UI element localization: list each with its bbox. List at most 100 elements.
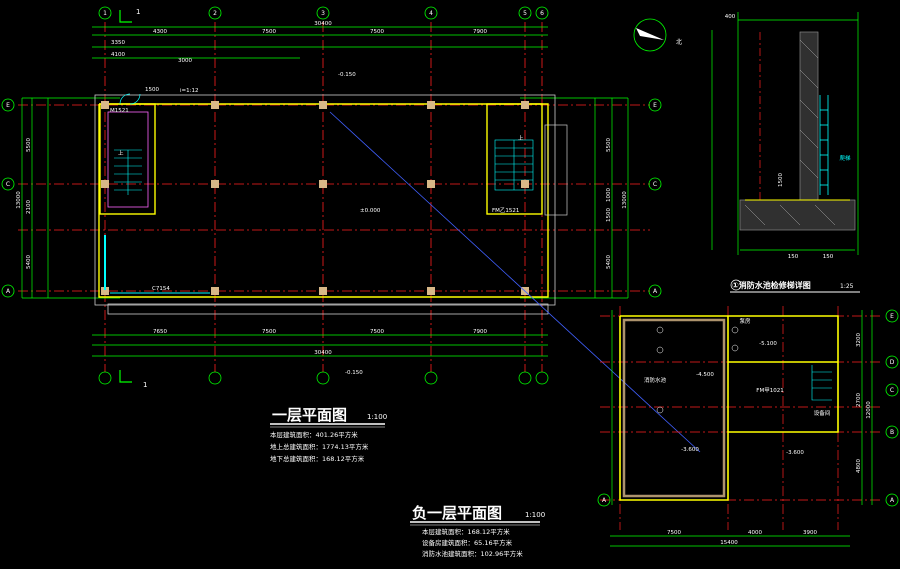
title-detail-scale: 1:25 xyxy=(840,283,854,290)
title-basement-scale: 1:100 xyxy=(525,511,545,519)
bsmt-room-pool: 消防水池 xyxy=(644,376,667,384)
bubble-top-4: 4 xyxy=(429,10,433,17)
bsmt-bubble-c: C xyxy=(890,387,894,394)
label-elev-top: -0.150 xyxy=(338,72,356,78)
detail-dim-bottom-2: 150 xyxy=(823,254,834,260)
bsmt-bubble-e: E xyxy=(890,313,894,320)
dim-bay-bottom-4: 7900 xyxy=(473,329,487,335)
stair-core-right xyxy=(486,103,568,216)
stair-core-left xyxy=(99,93,156,215)
title-first-floor: 一层平面图 xyxy=(272,406,347,424)
label-door-fm: FM乙1521 xyxy=(492,207,519,214)
axis-mark-bottom: 1 xyxy=(143,381,147,389)
note-first-3: 地下总建筑面积：168.12平方米 xyxy=(270,454,365,463)
dim-left-2: 2100 xyxy=(26,200,32,214)
bubble-top-3: 3 xyxy=(321,10,325,17)
label-up-left: 上 xyxy=(118,149,124,157)
bsmt-elev-4: -3.600 xyxy=(786,450,804,456)
detail-dim-top: 400 xyxy=(725,14,736,20)
dim-right-3: 1500 xyxy=(606,208,612,222)
note-basement-2: 设备房建筑面积：65.16平方米 xyxy=(422,538,513,547)
dim-detail-3: 3000 xyxy=(178,58,192,64)
label-elev-bottom: -0.150 xyxy=(345,370,363,376)
dim-bay-bottom-2: 7500 xyxy=(262,329,276,335)
plan-labels: M1521 FM乙1521 C7154 ±0.000 -0.150 -0.150… xyxy=(110,72,524,376)
dim-left-total: 13000 xyxy=(16,191,22,209)
dimension-text: 30400 4300 7500 7500 7900 3350 4100 3000… xyxy=(111,21,487,356)
note-first-1: 本层建筑面积：401.26平方米 xyxy=(270,430,358,439)
bubble-right-e: E xyxy=(653,102,657,109)
grid-bubble-labels: 1 2 3 4 5 6 E C A E C A xyxy=(6,10,658,295)
ladder-detail: 400 1500 150 150 爬梯 ①消防水池检修梯详图 1:25 xyxy=(711,12,860,293)
bsmt-dim-total: 15400 xyxy=(720,540,738,546)
dim-detail-4: 1500 xyxy=(145,87,159,93)
dim-left-3: 5400 xyxy=(26,255,32,269)
bubble-left-c: C xyxy=(6,181,10,188)
dim-bay-top-2: 7500 xyxy=(262,29,276,35)
first-floor-plan: 1 2 3 4 5 6 E C A E C A 30400 4300 7500 … xyxy=(1,6,701,453)
bsmt-bubble-left-a: A xyxy=(602,497,607,504)
dim-detail-2: 4100 xyxy=(111,52,125,58)
axis-mark-top: 1 xyxy=(136,8,140,16)
dim-bay-top-3: 7500 xyxy=(370,29,384,35)
dim-bay-top-1: 4300 xyxy=(153,29,167,35)
columns xyxy=(101,101,529,295)
detail-dim-bottom-1: 150 xyxy=(788,254,799,260)
dim-bay-bottom-1: 7650 xyxy=(153,329,167,335)
first-floor-title: 一层平面图 1:100 本层建筑面积：401.26平方米 地上总建筑面积：177… xyxy=(270,406,387,463)
bsmt-dim-right-2: 2700 xyxy=(856,393,862,407)
bsmt-room-equipment: 设备间 xyxy=(814,409,831,417)
section-diagonal xyxy=(329,111,701,453)
bsmt-bubble-b: B xyxy=(890,429,894,436)
dim-right-1: 5500 xyxy=(606,138,612,152)
dim-bay-top-4: 7900 xyxy=(473,29,487,35)
building-outline xyxy=(94,94,556,315)
bsmt-dim-right-1: 3200 xyxy=(856,333,862,347)
bsmt-bubble-d: D xyxy=(890,359,895,366)
dim-detail-1: 3350 xyxy=(111,40,125,46)
bsmt-dim-right-total: 12000 xyxy=(866,401,872,419)
bsmt-dim-bottom-3: 3900 xyxy=(803,530,817,536)
bsmt-elev-3: -4.500 xyxy=(696,372,714,378)
title-first-floor-scale: 1:100 xyxy=(367,413,387,421)
bsmt-dim-right-3: 4800 xyxy=(856,459,862,473)
north-arrow: 北 xyxy=(633,18,682,52)
note-basement-1: 本层建筑面积：168.12平方米 xyxy=(422,527,510,536)
basement-title: 负一层平面图 1:100 本层建筑面积：168.12平方米 设备房建筑面积：65… xyxy=(410,504,545,558)
label-stair-slope: i=1:12 xyxy=(180,88,199,94)
label-up-right: 上 xyxy=(518,134,524,142)
bubble-left-e: E xyxy=(6,102,10,109)
label-window: C7154 xyxy=(152,286,170,292)
bsmt-dim-bottom-1: 7500 xyxy=(667,530,681,536)
grid-bubbles-top xyxy=(1,6,662,385)
bubble-top-6: 6 xyxy=(540,10,544,17)
north-label: 北 xyxy=(676,38,682,46)
dim-right-2: 1000 xyxy=(606,188,612,202)
dim-overall-top: 30400 xyxy=(314,21,332,27)
dimension-lines xyxy=(21,26,629,357)
dim-right-total: 13000 xyxy=(622,191,628,209)
detail-dim-left: 1500 xyxy=(778,173,784,187)
label-door-m1: M1521 xyxy=(110,108,129,114)
bubble-top-2: 2 xyxy=(213,10,217,17)
bsmt-room-pump: 泵房 xyxy=(739,317,751,325)
bsmt-dim-bottom-2: 4000 xyxy=(748,530,762,536)
note-first-2: 地上总建筑面积：1774.13平方米 xyxy=(270,442,369,451)
label-elev-main: ±0.000 xyxy=(360,208,381,214)
bsmt-bubble-a: A xyxy=(890,497,895,504)
bubble-top-5: 5 xyxy=(523,10,527,17)
bsmt-elev-2: -5.100 xyxy=(759,341,777,347)
exterior-walls xyxy=(98,103,549,298)
bubble-top-1: 1 xyxy=(103,10,107,17)
title-detail: ①消防水池检修梯详图 xyxy=(732,280,811,290)
dim-bay-bottom-3: 7500 xyxy=(370,329,384,335)
dim-left-1: 5500 xyxy=(26,138,32,152)
detail-ladder-note: 爬梯 xyxy=(839,154,851,162)
bubble-left-a: A xyxy=(6,288,11,295)
dimension-text-vertical: 5500 2100 5400 13000 5500 1000 1500 5400… xyxy=(16,138,628,269)
axis-marks xyxy=(119,10,132,383)
title-basement: 负一层平面图 xyxy=(412,504,502,522)
basement-plan: 7500 4000 3900 15400 3200 2700 4800 1200… xyxy=(597,306,899,547)
bsmt-door: FM甲1021 xyxy=(756,387,783,394)
